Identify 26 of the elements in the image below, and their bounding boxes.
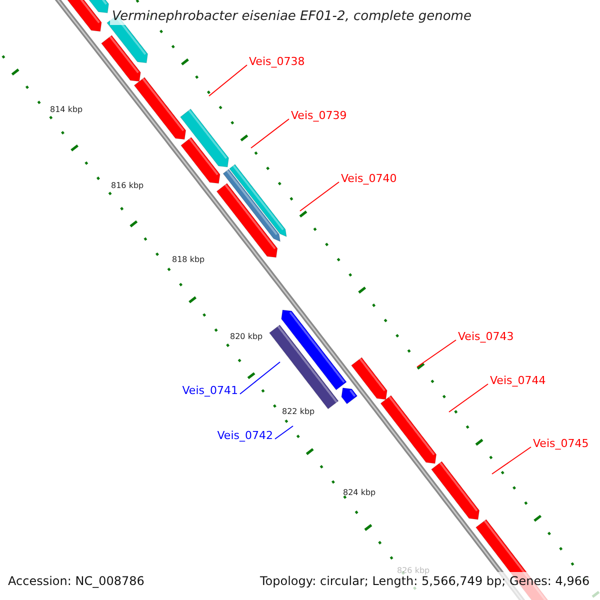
gene-label: Veis_0742 xyxy=(217,429,273,442)
gene-label: Veis_0739 xyxy=(291,109,347,122)
tick-label: 824 kbp xyxy=(343,488,376,497)
gene-label: Veis_0741 xyxy=(182,384,238,397)
leader-line xyxy=(416,340,456,368)
leader-line xyxy=(240,362,280,394)
gene-label: Veis_0745 xyxy=(533,437,589,450)
leader-line xyxy=(250,118,290,148)
tick-label: 820 kbp xyxy=(230,332,263,341)
leader-line xyxy=(274,426,294,440)
leader-line xyxy=(300,182,340,212)
gene-label: Veis_0743 xyxy=(458,330,514,343)
gene-label: Veis_0744 xyxy=(490,374,546,387)
tick-label: 818 kbp xyxy=(172,255,205,264)
gene-label: Veis_0738 xyxy=(249,55,305,68)
leader-line xyxy=(208,64,248,96)
leader-line xyxy=(448,384,488,412)
tick-label: 816 kbp xyxy=(111,181,144,190)
tick-label: 814 kbp xyxy=(50,105,83,114)
tick-label: 822 kbp xyxy=(282,407,315,416)
title: Verminephrobacter eiseniae EF01-2, complete genome xyxy=(110,8,474,25)
info-text: Accession: NC_008786 xyxy=(8,574,144,588)
info-text: Topology: circular; Length: 5,566,749 bp; Genes: 4,966 xyxy=(260,574,590,588)
leader-line xyxy=(492,446,532,474)
gene-label: Veis_0740 xyxy=(341,172,397,185)
tick-label: 826 kbp xyxy=(397,566,430,575)
